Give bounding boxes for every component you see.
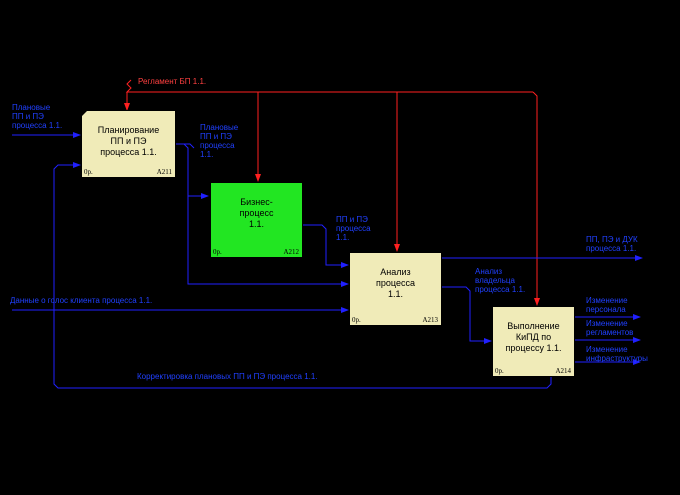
box-number: A213: [422, 316, 438, 324]
arrow-reglament-top: [125, 79, 533, 93]
label-plan-in: Плановые ПП и ПЭ процесса 1.1.: [12, 103, 63, 130]
label-plan-out: Плановые ПП и ПЭ процесса 1.1.: [200, 123, 239, 159]
arrow-a211-plan-out: [176, 143, 195, 149]
arrow-a212-to-a213: [303, 224, 349, 268]
box-number: A211: [156, 168, 172, 176]
box-a211[interactable]: Планирование ПП и ПЭ процесса 1.1. 0р. A…: [81, 110, 176, 178]
label-change-infra: Изменение инфраструктуры: [586, 345, 648, 363]
arrow-correction-feedback: [53, 162, 552, 389]
arrow-a211-to-a213: [187, 196, 349, 287]
box-title: Выполнение КиПД по процессу 1.1.: [505, 321, 562, 353]
box-number: A212: [283, 248, 299, 256]
label-reglament: Регламент БП 1.1.: [138, 77, 207, 86]
flow-arrows: [12, 132, 643, 389]
box-cost: 0р.: [495, 367, 504, 375]
box-a212[interactable]: Бизнес- процесс 1.1. 0р. A212: [210, 182, 303, 258]
arrow-reglament-to-a214: [532, 91, 540, 306]
box-cost: 0р.: [84, 168, 93, 176]
box-title: Планирование ПП и ПЭ процесса 1.1.: [97, 125, 160, 157]
label-client-data: Данные о голос клиента процесса 1.1.: [10, 296, 153, 305]
box-cost: 0р.: [213, 248, 222, 256]
label-pp-pe-duk: ПП, ПЭ и ДУК процесса 1.1.: [586, 235, 638, 253]
arrow-a213-to-a214: [442, 286, 492, 344]
box-title: Бизнес- процесс 1.1.: [239, 197, 274, 229]
box-number: A214: [555, 367, 571, 375]
label-analysis: Анализ владельца процесса 1.1.: [475, 267, 526, 294]
label-pp-pe-out: ПП и ПЭ процесса 1.1.: [336, 215, 371, 242]
box-a213[interactable]: Анализ процесса 1.1. 0р. A213: [349, 252, 442, 326]
label-change-personnel: Изменение персонала: [586, 296, 628, 314]
control-arrows: [124, 79, 540, 306]
box-a214[interactable]: Выполнение КиПД по процессу 1.1. 0р. A21…: [492, 306, 575, 377]
box-corner-mark: [82, 111, 87, 116]
box-cost: 0р.: [352, 316, 361, 324]
label-change-regulations: Изменение регламентов: [586, 319, 634, 337]
box-title: Анализ процесса 1.1.: [376, 267, 415, 299]
label-correction: Корректировка плановых ПП и ПЭ процесса …: [137, 372, 318, 381]
